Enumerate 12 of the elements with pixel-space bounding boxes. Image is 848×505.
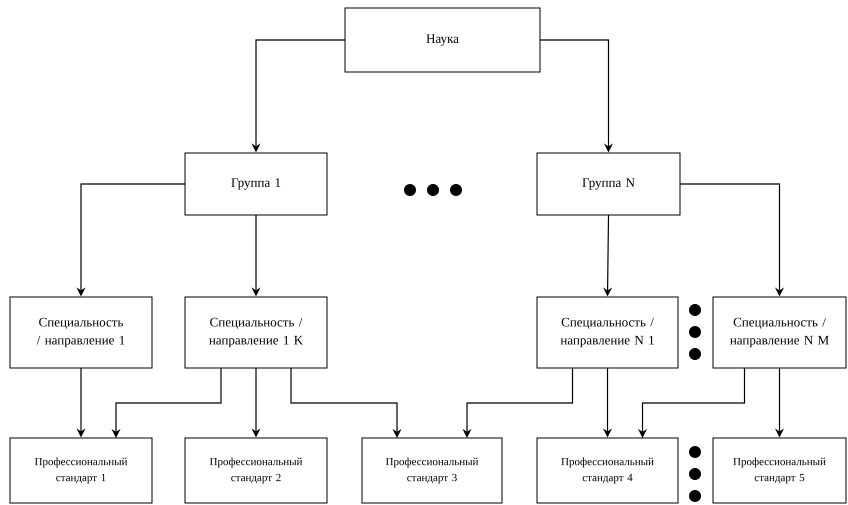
category-box: Специальность / направление 1 K [184, 296, 328, 368]
category-box: Специальность / направление N 1 [536, 296, 678, 368]
standard-box: Профессиональный стандарт 4 [536, 438, 678, 504]
category-box: Специальность / направление N M [712, 296, 846, 368]
category-box: Группа 1 [184, 152, 328, 216]
category-box: Группа N [536, 152, 680, 216]
standard-box: Профессиональный стандарт 5 [712, 438, 846, 504]
standard-box: Профессиональный стандарт 2 [184, 438, 328, 504]
standard-box: Профессиональный стандарт 3 [362, 438, 502, 504]
category-box: Наука [344, 8, 540, 72]
category-box: Специальность / направление 1 [10, 296, 152, 368]
standard-box: Профессиональный стандарт 1 [10, 438, 152, 504]
